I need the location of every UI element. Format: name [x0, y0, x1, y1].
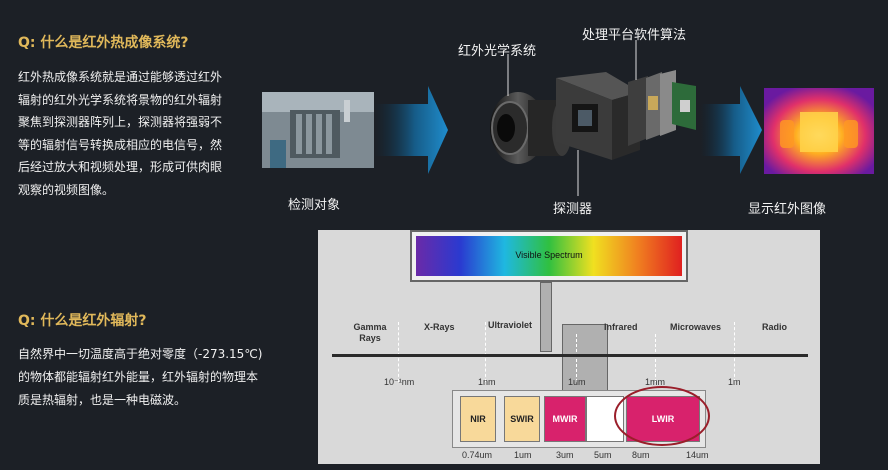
desc-line: 等的辐射信号转换成相应的电信号，然 [18, 137, 223, 152]
spectrum-axis [332, 354, 808, 357]
transformer-photo [262, 92, 374, 168]
region-radio: Radio [762, 322, 788, 332]
processing-boards [628, 70, 696, 146]
desc-line: 观察的视频图像。 [18, 182, 115, 197]
arrow-right-icon [700, 86, 762, 174]
scale-unit: 10⁻¹nm [384, 377, 415, 387]
detector-label: 探测器 [553, 202, 593, 217]
visible-spectrum-box: Visible Spectrum [410, 230, 688, 282]
band-unit: 3um [556, 450, 574, 460]
display-label: 显示红外图像 [748, 202, 827, 217]
question-infrared-system: Q: 什么是红外热成像系统? [18, 35, 189, 51]
scale-unit: 1um [568, 377, 586, 387]
software-label: 处理平台软件算法 [582, 28, 687, 43]
band-unit: 1um [514, 450, 532, 460]
infrared-radiation-description: 自然界中一切温度高于绝对零度（-273.15℃) 的物体都能辐射红外能量，红外辐… [18, 343, 262, 412]
divider [734, 322, 735, 382]
question-infrared-radiation: Q: 什么是红外辐射? [18, 313, 147, 329]
electromagnetic-spectrum-diagram: Visible Spectrum Gamma Rays X-Rays Ultra… [318, 230, 820, 464]
imaging-pipeline-diagram [262, 40, 874, 196]
desc-line: 红外热成像系统就是通过能够透过红外 [18, 70, 223, 84]
infrared-system-description: 红外热成像系统就是通过能够透过红外 辐射的红外光学系统将景物的红外辐射 聚焦到探… [18, 66, 222, 201]
visible-spectrum-gradient [416, 236, 682, 276]
band-unit: 5um [594, 450, 612, 460]
scale-unit: 1m [728, 377, 741, 387]
divider [576, 334, 577, 382]
infrared-connector [562, 324, 608, 392]
desc-line: 辐射的红外光学系统将景物的红外辐射 [18, 92, 223, 107]
region-infrared: Infrared [604, 322, 638, 332]
desc-line: 后经过放大和视频处理，形成可供肉眼 [18, 160, 223, 174]
scale-unit: 1mm [645, 377, 665, 387]
region-xrays: X-Rays [424, 322, 455, 332]
desc-line: 自然界中一切温度高于绝对零度（-273.15℃) [18, 347, 263, 361]
band-unit: 0.74um [462, 450, 493, 460]
lwir-highlight-ring [614, 386, 710, 446]
thermal-image [764, 88, 874, 174]
optics-label: 红外光学系统 [458, 44, 537, 59]
divider [398, 322, 399, 382]
scale-unit: 1nm [478, 377, 496, 387]
divider [655, 334, 656, 382]
region-microwaves: Microwaves [670, 322, 722, 332]
region-gamma: Gamma Rays [353, 322, 387, 343]
band-unit: 8um [632, 450, 650, 460]
desc-line: 聚焦到探测器阵列上，探测器将强弱不 [18, 115, 223, 129]
desc-line: 的物体都能辐射红外能量，红外辐射的物理本 [18, 370, 259, 384]
object-label: 检测对象 [288, 198, 341, 213]
desc-line: 质是热辐射，也是一种电磁波。 [18, 393, 187, 407]
band-mwir: MWIR [544, 396, 586, 442]
region-ultraviolet: Ultraviolet [488, 320, 533, 330]
band-nir: NIR [460, 396, 496, 442]
band-swir: SWIR [504, 396, 540, 442]
divider [485, 322, 486, 382]
band-unit: 14um [686, 450, 709, 460]
arrow-right-icon [374, 86, 448, 174]
visible-spectrum-label: Visible Spectrum [515, 250, 583, 260]
visible-connector [540, 282, 552, 352]
